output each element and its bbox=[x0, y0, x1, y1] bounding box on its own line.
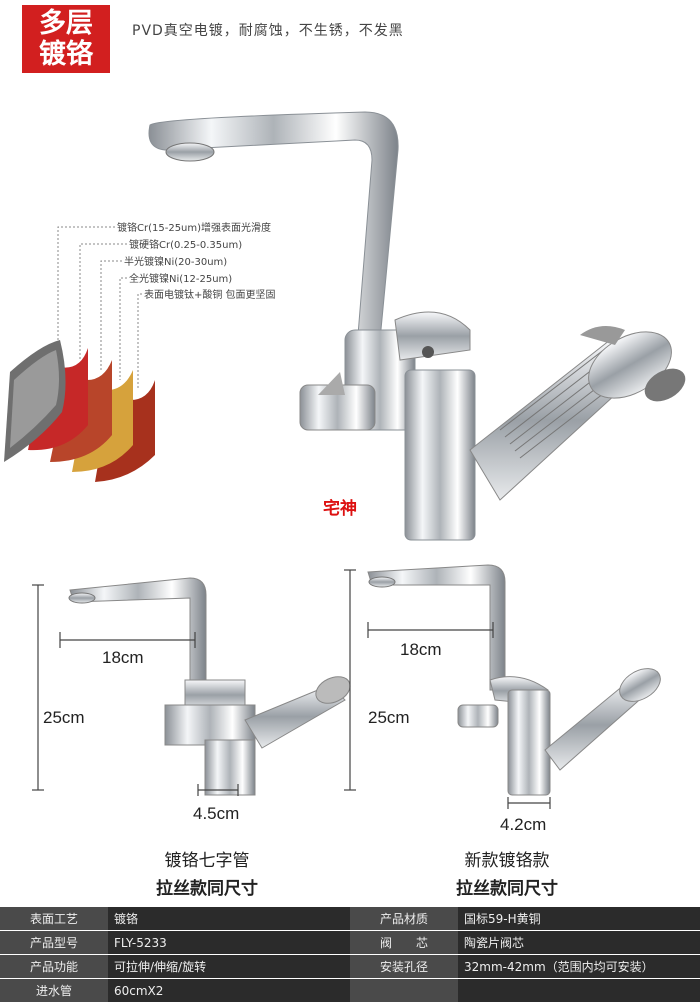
left-height-label: 25cm bbox=[43, 708, 85, 727]
right-caption: 新款镀铬款 bbox=[464, 851, 550, 871]
spec-value: 陶瓷片阀芯 bbox=[458, 930, 700, 955]
spec-value: 镀铬 bbox=[108, 907, 350, 931]
spec-row: 进水管 60cmX2 bbox=[0, 978, 700, 1003]
right-reach-label: 18cm bbox=[400, 640, 442, 659]
plating-layers-illustration bbox=[4, 340, 155, 482]
multi-layer-badge: 多层 镀铬 bbox=[22, 5, 110, 73]
left-subcaption: 拉丝款同尺寸 bbox=[156, 879, 258, 899]
spec-key: 产品功能 bbox=[0, 954, 108, 979]
spec-row: 产品型号 FLY-5233 阀 芯 陶瓷片阀芯 bbox=[0, 930, 700, 955]
product-artwork bbox=[4, 111, 686, 809]
spec-key: 表面工艺 bbox=[0, 907, 108, 931]
layer-leaders bbox=[57, 226, 142, 390]
spec-value: 32mm-42mm（范围内均可安装） bbox=[458, 954, 700, 979]
spec-value: 国标59-H黄铜 bbox=[458, 907, 700, 931]
spec-value bbox=[458, 978, 700, 1003]
layer-label-3: 半光镀镍Ni(20-30um) bbox=[124, 257, 228, 268]
headline: PVD真空电镀，耐腐蚀，不生锈，不发黑 bbox=[132, 23, 404, 39]
right-faucet-image bbox=[367, 564, 661, 796]
spec-row: 表面工艺 镀铬 产品材质 国标59-H黄铜 bbox=[0, 907, 700, 931]
left-reach-label: 18cm bbox=[102, 648, 144, 667]
spec-key: 产品材质 bbox=[350, 907, 458, 931]
layer-label-1: 镀铬Cr(15-25um)增强表面光滑度 bbox=[117, 223, 272, 234]
main-faucet-image bbox=[148, 111, 686, 541]
left-caption: 镀铬七字管 bbox=[164, 851, 250, 871]
layer-label-4: 全光镀镍Ni(12-25um) bbox=[129, 274, 233, 285]
brand-logo: 宅神 bbox=[323, 499, 357, 519]
spec-value: FLY-5233 bbox=[108, 930, 350, 955]
spec-value: 60cmX2 bbox=[108, 978, 350, 1003]
spec-key: 进水管 bbox=[0, 978, 108, 1003]
spec-key: 阀 芯 bbox=[350, 930, 458, 955]
layer-label-5: 表面电镀钛+酸铜 包面更坚固 bbox=[144, 290, 276, 301]
right-dimension-lines bbox=[344, 569, 551, 809]
badge-line-2: 镀铬 bbox=[39, 39, 93, 70]
right-base-label: 4.2cm bbox=[500, 815, 547, 834]
left-base-label: 4.5cm bbox=[193, 804, 240, 823]
spec-key: 安装孔径 bbox=[350, 954, 458, 979]
spec-table: 表面工艺 镀铬 产品材质 国标59-H黄铜 产品型号 FLY-5233 阀 芯 … bbox=[0, 907, 700, 1003]
left-faucet-image bbox=[68, 577, 351, 796]
spec-value: 可拉伸/伸缩/旋转 bbox=[108, 954, 350, 979]
spec-key: 产品型号 bbox=[0, 930, 108, 955]
right-height-label: 25cm bbox=[368, 708, 410, 727]
spec-key bbox=[350, 978, 458, 1003]
right-subcaption: 拉丝款同尺寸 bbox=[456, 879, 558, 899]
badge-line-1: 多层 bbox=[39, 8, 93, 39]
left-dimension-lines bbox=[32, 584, 239, 796]
layer-label-2: 镀硬铬Cr(0.25-0.35um) bbox=[129, 240, 243, 251]
spec-row: 产品功能 可拉伸/伸缩/旋转 安装孔径 32mm-42mm（范围内均可安装） bbox=[0, 954, 700, 979]
